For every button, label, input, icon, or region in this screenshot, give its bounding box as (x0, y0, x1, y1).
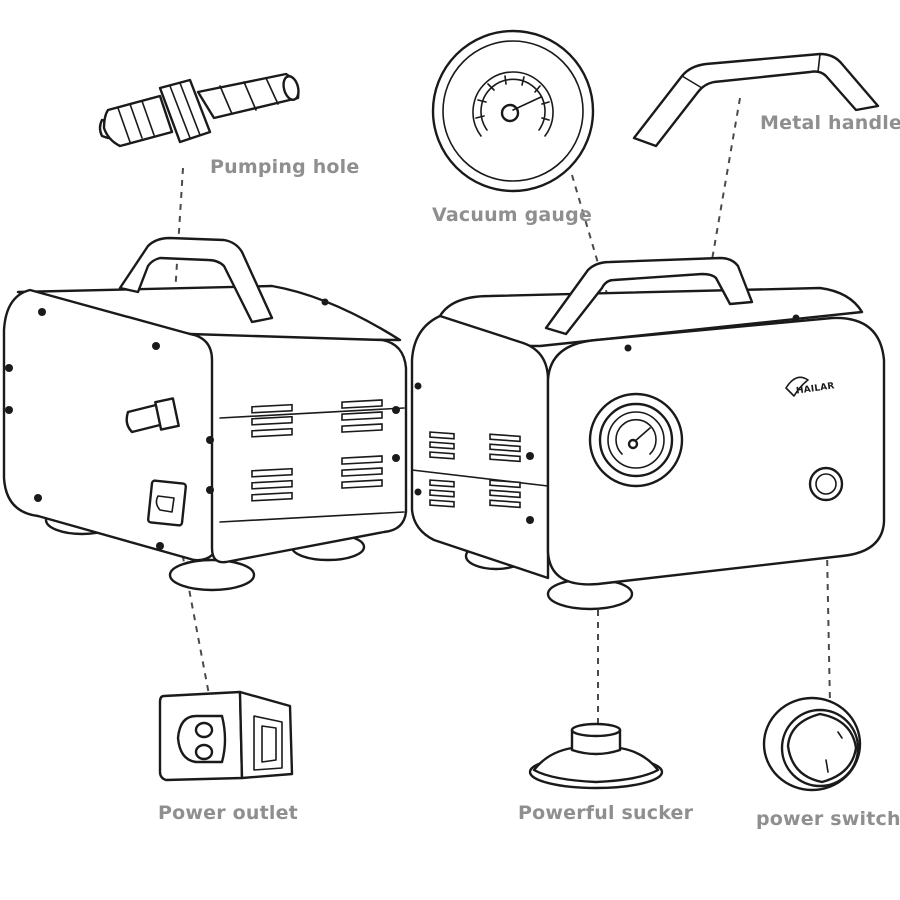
left-unit-pumping-hole (125, 402, 166, 434)
left-unit-front-face (188, 332, 408, 564)
brand-logo (785, 376, 809, 397)
power-switch-illustration (762, 696, 862, 792)
label-power-switch: power switch (756, 808, 900, 830)
vacuum-gauge-illustration (431, 29, 595, 193)
label-powerful-sucker: Powerful sucker (518, 802, 694, 824)
left-unit-vents (251, 399, 383, 502)
leader-metal-handle (711, 97, 741, 261)
leader-power-switch (825, 499, 831, 706)
left-foot-front-left (168, 558, 256, 592)
label-power-outlet: Power outlet (158, 802, 298, 824)
right-unit-front-face (546, 316, 886, 586)
pumping-hole-fitting-illustration (98, 72, 300, 148)
label-vacuum-gauge: Vacuum gauge (432, 204, 593, 226)
right-unit-vents (429, 431, 521, 509)
metal-handle-illustration (632, 52, 880, 148)
right-pump-unit (410, 256, 886, 611)
left-unit-power-outlet (146, 479, 188, 527)
right-unit-power-switch (808, 466, 844, 502)
left-pump-unit (2, 236, 408, 592)
power-outlet-illustration (158, 690, 294, 782)
right-unit-side-panel (410, 314, 550, 580)
right-unit-handle (544, 256, 754, 336)
left-unit-handle (118, 236, 274, 324)
label-pumping-hole: Pumping hole (210, 156, 360, 178)
powerful-sucker-illustration (528, 722, 664, 790)
label-metal-handle: Metal handle (760, 112, 900, 134)
